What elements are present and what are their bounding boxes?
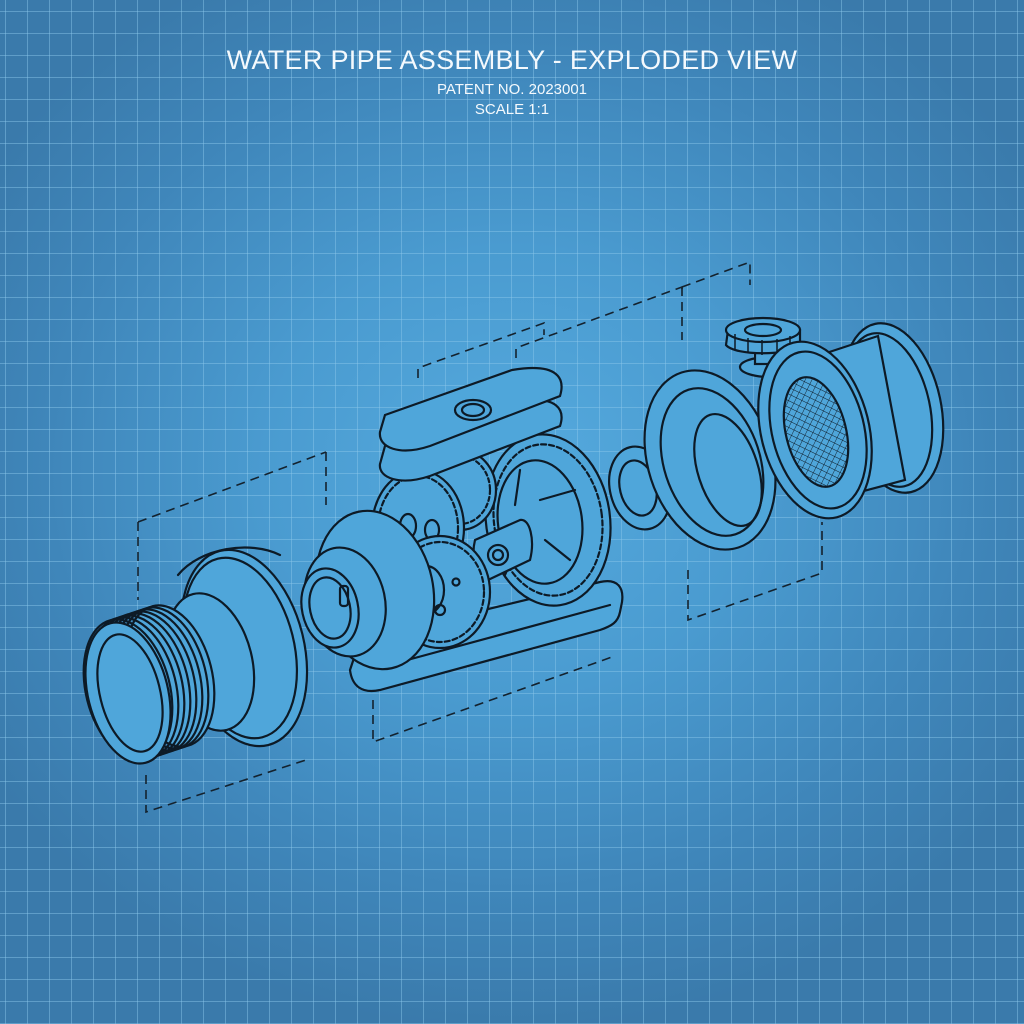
drawing-header: WATER PIPE ASSEMBLY - EXPLODED VIEW PATE…	[0, 40, 1024, 120]
patent-number: PATENT NO. 2023001	[436, 81, 588, 98]
drawing-title: WATER PIPE ASSEMBLY - EXPLODED VIEW	[226, 45, 798, 75]
leader-lines	[137, 260, 823, 814]
cover-plate	[378, 366, 563, 482]
mesh-screen	[783, 377, 849, 487]
filter-body	[757, 322, 945, 520]
drawing-scale: SCALE 1:1	[474, 101, 550, 118]
threaded-fitting	[82, 546, 309, 765]
gear-housing	[300, 433, 624, 693]
coupling-hub	[300, 509, 436, 671]
